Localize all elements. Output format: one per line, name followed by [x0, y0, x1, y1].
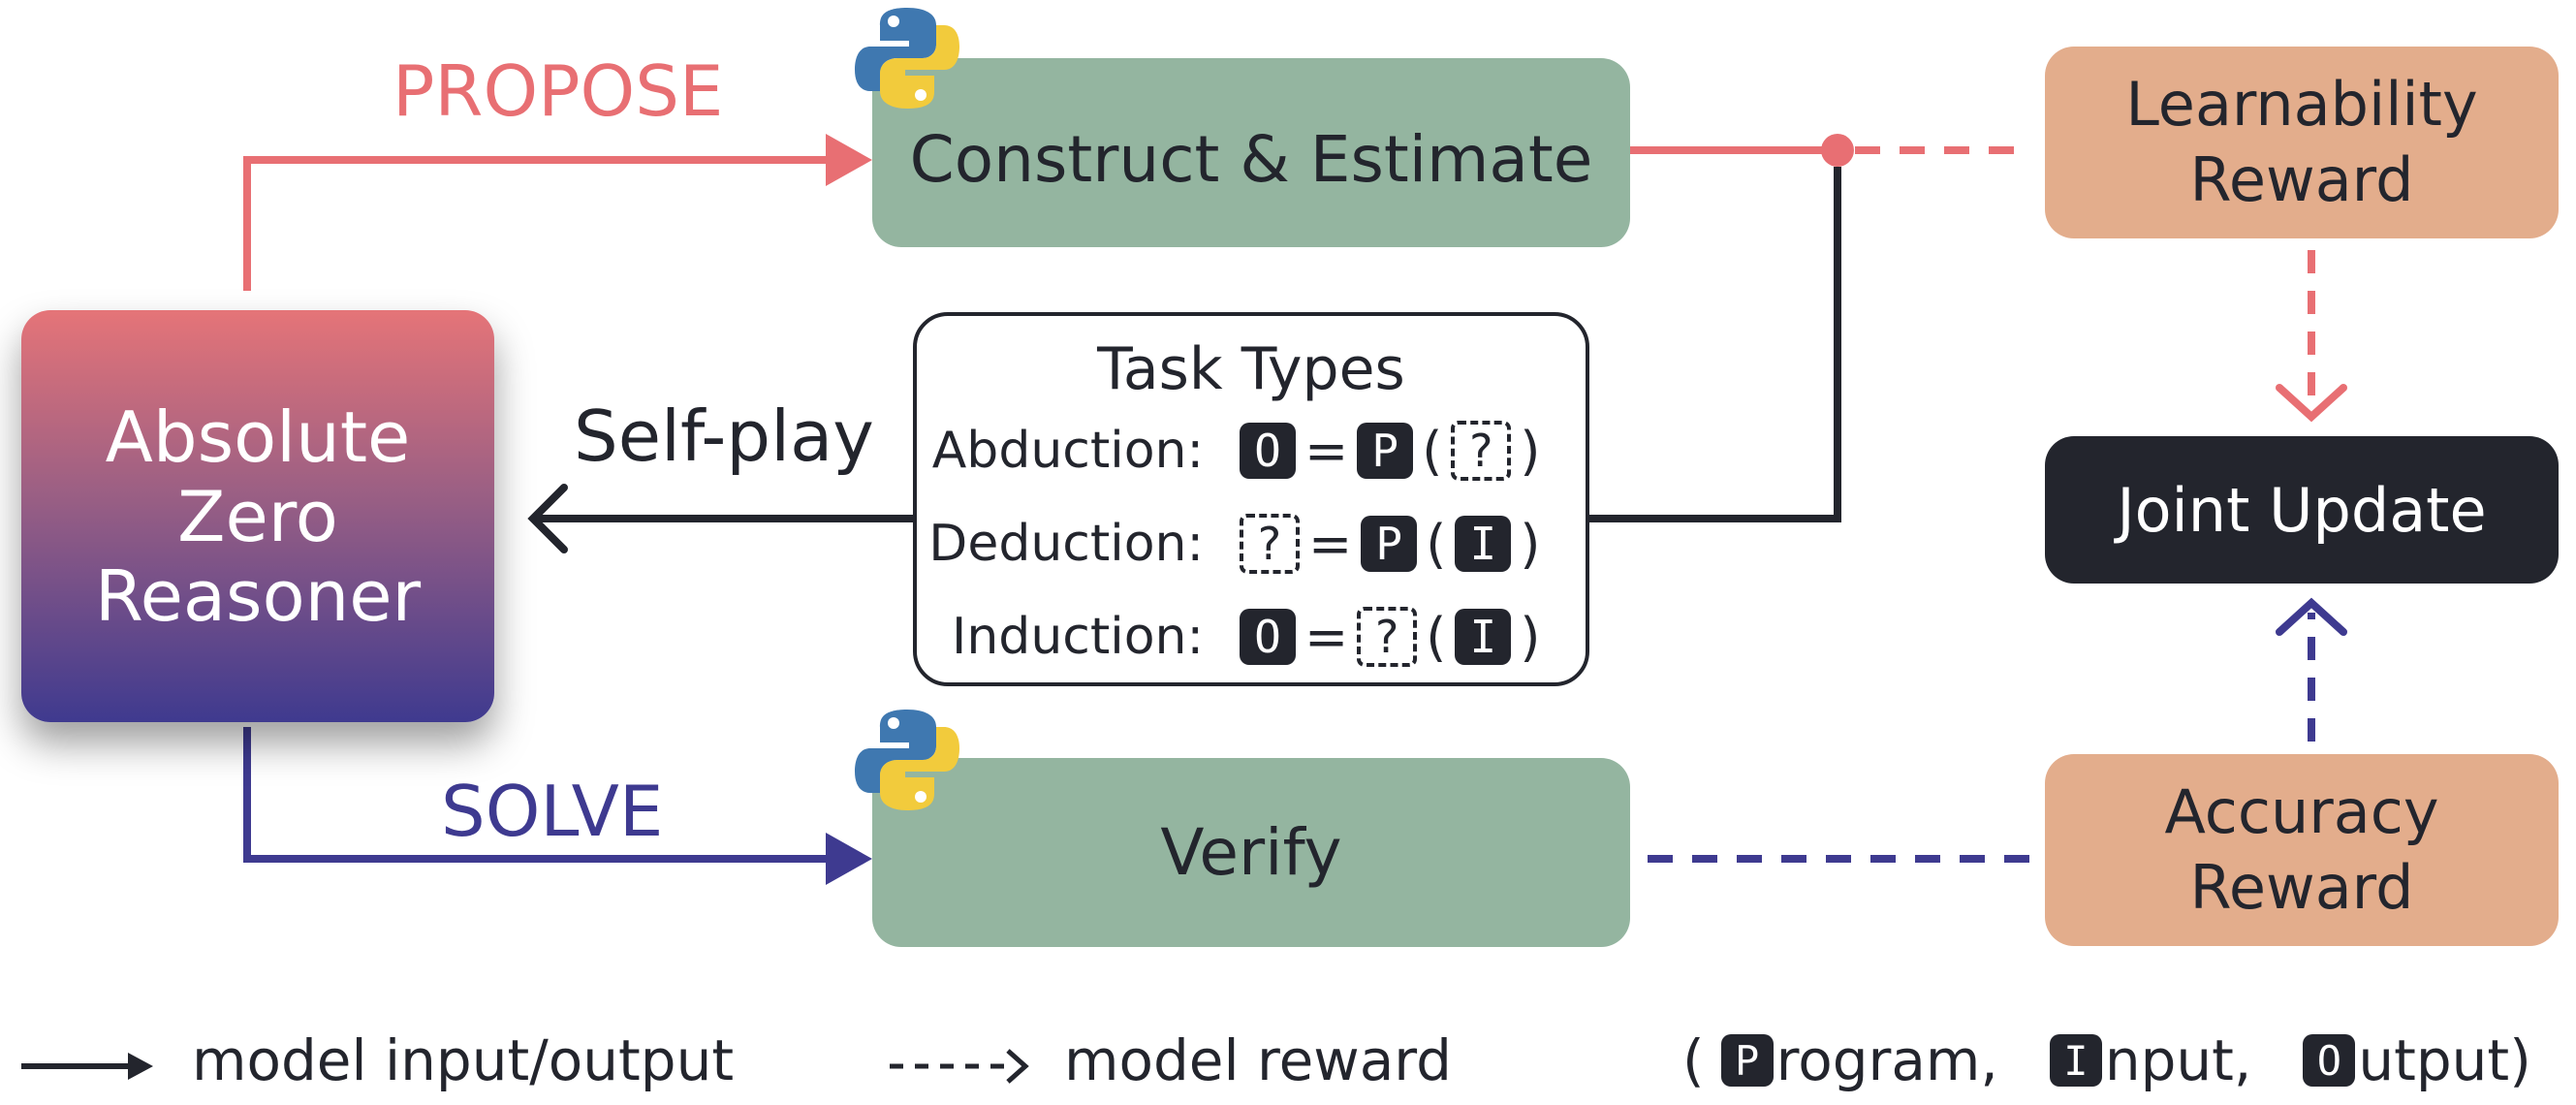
legend-close-paren: ): [2509, 1027, 2531, 1093]
task-types-box: Task Types Abduction: O = P ( ? ) Deduct…: [913, 312, 1589, 686]
accuracy-to-joint-arrowhead: [2276, 597, 2347, 636]
propose-label: PROPOSE: [393, 50, 724, 132]
output-key: O: [1240, 423, 1296, 479]
joint-update-node: Joint Update: [2045, 436, 2559, 584]
construct-estimate-node: Construct & Estimate: [872, 58, 1630, 247]
absolute-zero-reasoner-node: Absolute Zero Reasoner: [21, 310, 494, 722]
open-paren: (: [1426, 606, 1447, 668]
open-paren: (: [1422, 420, 1443, 482]
legend-dashed-label: model reward: [1064, 1027, 1452, 1093]
unknown-box: ?: [1451, 421, 1512, 481]
joint-update-label: Joint Update: [2117, 474, 2487, 546]
self-play-label: Self-play: [574, 395, 874, 477]
unknown-box: ?: [1240, 514, 1300, 574]
solve-arrowhead: [826, 833, 872, 885]
verify-node: Verify: [872, 758, 1630, 947]
task-label: Deduction:: [928, 515, 1204, 573]
learnability-reward-node: Learnability Reward: [2045, 47, 2559, 238]
program-key: P: [1357, 423, 1414, 479]
task-types-title: Task Types: [1097, 335, 1405, 403]
tasks-feed-line: [1589, 167, 1841, 522]
unknown-box: ?: [1357, 607, 1418, 667]
equals-sign: =: [1308, 513, 1353, 575]
propose-arrowhead: [826, 134, 872, 186]
input-key: I: [1455, 609, 1512, 665]
legend-key-explainer: ( P rogram, I nput, O utput ): [1682, 1027, 2531, 1093]
task-row-induction: Induction: O = ? ( I ): [917, 603, 1542, 671]
task-equation: ? = P ( I ): [1237, 514, 1542, 575]
close-paren: ): [1520, 606, 1541, 668]
task-label: Abduction:: [931, 422, 1204, 480]
junction-dot: [1821, 134, 1854, 167]
output-key: O: [1240, 609, 1296, 665]
task-equation: O = ? ( I ): [1237, 607, 1542, 668]
python-logo-icon: [855, 710, 959, 810]
legend-dashed-arrowhead: [1006, 1049, 1029, 1084]
legend-program-key: P: [1720, 1034, 1774, 1087]
open-paren: (: [1426, 513, 1447, 575]
program-key: P: [1361, 516, 1418, 572]
legend-open-paren: (: [1682, 1027, 1705, 1093]
accuracy-reward-node: Accuracy Reward: [2045, 754, 2559, 946]
legend-input-text: nput,: [2104, 1027, 2252, 1093]
solve-arrow-line: [243, 727, 835, 863]
solve-label: SOLVE: [441, 771, 664, 852]
verify-label: Verify: [1160, 815, 1342, 890]
learnability-to-joint-arrowhead: [2276, 384, 2347, 423]
legend-output-key: O: [2303, 1034, 2356, 1087]
legend-solid-arrowhead: [128, 1053, 153, 1080]
task-row-abduction: Abduction: O = P ( ? ): [917, 417, 1542, 485]
legend-program-text: rogram,: [1775, 1027, 1998, 1093]
legend-input-key: I: [2049, 1034, 2102, 1087]
task-row-deduction: Deduction: ? = P ( I ): [917, 510, 1542, 578]
input-key: I: [1455, 516, 1512, 572]
construct-estimate-label: Construct & Estimate: [909, 122, 1593, 197]
legend-output-text: utput: [2358, 1027, 2510, 1093]
legend-solid-label: model input/output: [192, 1027, 735, 1093]
equals-sign: =: [1304, 606, 1349, 668]
propose-arrow-line: [243, 156, 835, 291]
close-paren: ): [1520, 420, 1541, 482]
close-paren: ): [1520, 513, 1541, 575]
python-logo-icon: [855, 8, 959, 109]
equals-sign: =: [1304, 420, 1349, 482]
task-equation: O = P ( ? ): [1237, 421, 1542, 482]
self-play-arrowhead: [527, 484, 568, 553]
task-label: Induction:: [952, 608, 1204, 666]
